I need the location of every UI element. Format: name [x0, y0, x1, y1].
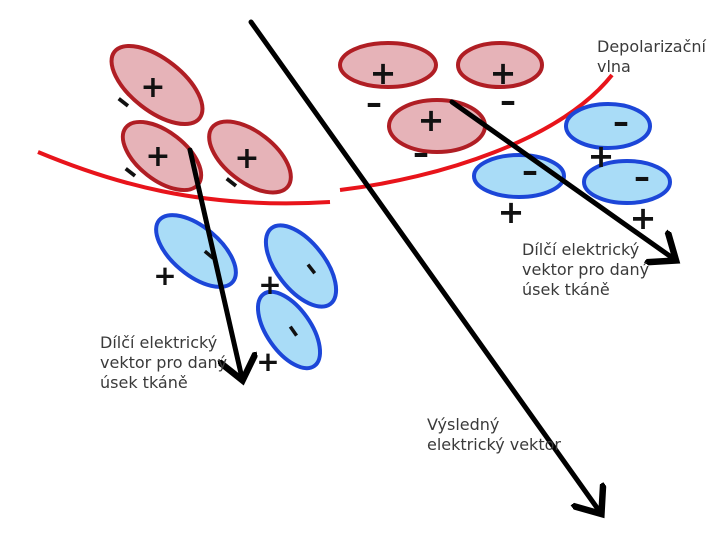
plus-sign: +	[418, 101, 445, 139]
depolarized-cell	[207, 119, 293, 195]
depolarization-wave-right	[339, 73, 614, 192]
partial-vector-arrow-right	[449, 99, 674, 259]
partial-vector-label-right: Dílčí elektrický vektor pro daný úsek tk…	[522, 240, 650, 299]
depolarization-wave-left	[37, 150, 331, 206]
depolarized-cell	[109, 43, 205, 127]
resting-cell	[472, 153, 566, 199]
depolarized-cell	[338, 41, 438, 89]
plus-sign: +	[145, 139, 170, 174]
partial-vector-arrow-left	[187, 147, 242, 378]
depolarized-cell	[456, 41, 544, 89]
minus-sign: –	[634, 158, 650, 196]
minus-sign: –	[413, 134, 429, 172]
plus-sign: +	[258, 268, 281, 301]
plus-sign: +	[256, 345, 279, 378]
resting-cell	[263, 223, 339, 309]
plus-sign: +	[140, 70, 165, 105]
minus-sign: –	[613, 103, 629, 141]
plus-sign: +	[370, 54, 397, 92]
plus-sign: +	[153, 259, 176, 292]
plus-sign: +	[588, 137, 615, 175]
plus-sign: +	[234, 141, 259, 176]
resultant-vector-label: Výsledný elektrický vektor	[427, 415, 561, 454]
resting-cell	[564, 102, 652, 150]
resting-cell	[255, 289, 323, 371]
partial-vector-label-left: Dílčí elektrický vektor pro daný úsek tk…	[100, 333, 228, 392]
resting-cell	[582, 159, 672, 205]
plus-sign: +	[490, 54, 517, 92]
minus-sign: –	[366, 84, 382, 122]
depolarization-wave-label: Depolarizační vlna	[597, 37, 706, 76]
plus-sign: +	[498, 193, 525, 231]
resultant-vector-arrow	[248, 19, 600, 512]
minus-sign: –	[500, 82, 516, 120]
